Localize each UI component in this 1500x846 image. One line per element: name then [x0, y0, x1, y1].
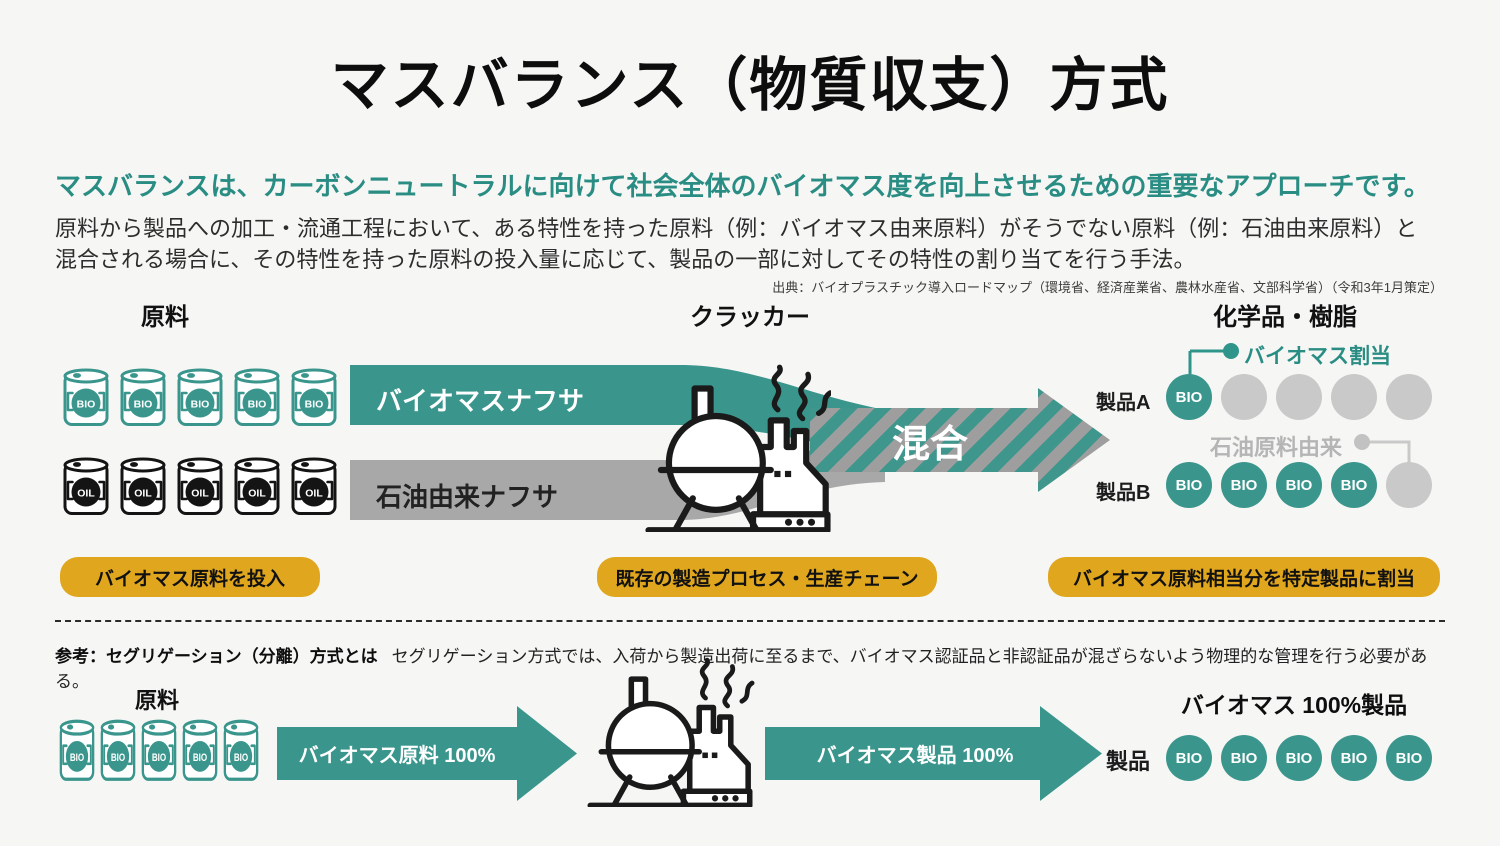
- oil-barrel-icon: OIL: [177, 457, 223, 515]
- bio-barrel-icon: BIO: [120, 368, 166, 426]
- bio-barrel-icon: BIO: [100, 719, 136, 781]
- bio-barrel-icon: BIO: [291, 368, 337, 426]
- bio-barrel-icon: BIO: [141, 719, 177, 781]
- biomass-input-arrow: バイオマス原料 100%: [277, 706, 577, 801]
- gray-chip: [1386, 374, 1432, 420]
- bio-barrel-icon: BIO: [63, 368, 109, 426]
- factory-icon: [545, 657, 795, 807]
- svg-text:BIO: BIO: [191, 399, 210, 411]
- svg-text:BIO: BIO: [152, 752, 167, 765]
- svg-text:OIL: OIL: [305, 488, 323, 500]
- oil-barrel-icon: OIL: [291, 457, 337, 515]
- bottom-raw-header: 原料: [134, 688, 179, 713]
- svg-text:BIO: BIO: [305, 399, 324, 411]
- bio-chip: BIO: [1166, 374, 1212, 420]
- svg-text:BIO: BIO: [193, 752, 208, 765]
- bio-barrel-icon: BIO: [223, 719, 259, 781]
- section-divider: [55, 620, 1445, 622]
- intro-body: 原料から製品への加工・流通工程において、ある特性を持った原料（例：バイオマス由来…: [55, 213, 1455, 275]
- segregation-title: 参考：セグリゲーション（分離）方式とは: [55, 647, 378, 666]
- oil-derived-connector: [1354, 434, 1411, 464]
- column-header-cracker: クラッカー: [690, 304, 810, 331]
- bottom-result-header: バイオマス 100%製品: [1180, 692, 1408, 718]
- oil-derived-label: 石油原料由来: [1210, 435, 1343, 460]
- bio-barrel-icon: BIO: [234, 368, 280, 426]
- bio-chip: BIO: [1331, 735, 1377, 781]
- segregation-reference: 参考：セグリゲーション（分離）方式とはセグリゲーション方式では、入荷から製造出荷…: [55, 642, 1455, 692]
- biomass-output-arrow-label: バイオマス製品 100%: [816, 745, 1014, 767]
- oil-barrel-icon: OIL: [120, 457, 166, 515]
- bio-chip: BIO: [1166, 462, 1212, 508]
- biomass-alloc-connector: [1188, 343, 1239, 378]
- bio-chip: BIO: [1276, 462, 1322, 508]
- gray-chip: [1276, 374, 1322, 420]
- step3-badge: バイオマス原料相当分を特定製品に割当: [1048, 557, 1440, 597]
- svg-text:BIO: BIO: [234, 752, 249, 765]
- svg-text:OIL: OIL: [191, 488, 209, 500]
- svg-text:BIO: BIO: [134, 399, 153, 411]
- mixing-label: 混合: [891, 423, 968, 466]
- segregation-body: セグリゲーション方式では、入荷から製造出荷に至るまで、バイオマス認証品と非認証品…: [55, 647, 1428, 691]
- bio-chip: BIO: [1331, 462, 1377, 508]
- oil-barrel-icon: OIL: [63, 457, 109, 515]
- svg-text:OIL: OIL: [248, 488, 266, 500]
- bio-chip: BIO: [1276, 735, 1322, 781]
- bio-barrel-icon: BIO: [177, 368, 223, 426]
- biomass-allocation-label: バイオマス割当: [1244, 345, 1391, 368]
- svg-text:OIL: OIL: [134, 488, 152, 500]
- biomass-output-arrow: バイオマス製品 100%: [765, 706, 1102, 801]
- step2-badge: 既存の製造プロセス・生産チェーン: [597, 557, 937, 597]
- svg-text:BIO: BIO: [111, 752, 126, 765]
- product-b-label: 製品B: [1096, 482, 1151, 504]
- factory-icon: [645, 356, 831, 532]
- step1-badge: バイオマス原料を投入: [60, 557, 320, 597]
- bottom-product-label: 製品: [1106, 749, 1151, 774]
- svg-text:BIO: BIO: [248, 399, 267, 411]
- intro-highlight: マスバランスは、カーボンニュートラルに向けて社会全体のバイオマス度を向上させるた…: [55, 171, 1430, 201]
- column-header-chemicals: 化学品・樹脂: [1213, 304, 1357, 331]
- svg-text:BIO: BIO: [70, 752, 85, 765]
- bio-barrel-icon: BIO: [59, 719, 95, 781]
- svg-text:BIO: BIO: [77, 399, 96, 411]
- product-a-label: 製品A: [1096, 392, 1151, 414]
- bio-barrel-icon: BIO: [182, 719, 218, 781]
- column-header-raw-materials: 原料: [141, 304, 189, 331]
- gray-chip: [1221, 374, 1267, 420]
- bio-chip: BIO: [1221, 735, 1267, 781]
- biomass-input-arrow-label: バイオマス原料 100%: [298, 745, 496, 767]
- biomass-naphtha-label: バイオマスナフサ: [376, 386, 585, 416]
- svg-text:OIL: OIL: [77, 488, 95, 500]
- source-citation: 出典：バイオプラスチック導入ロードマップ（環境省、経済産業省、農林水産省、文部科…: [772, 280, 1443, 295]
- bio-chip: BIO: [1166, 735, 1212, 781]
- intro-body-line1: 原料から製品への加工・流通工程において、ある特性を持った原料（例：バイオマス由来…: [55, 216, 1418, 241]
- gray-chip: [1386, 462, 1432, 508]
- gray-chip: [1331, 374, 1377, 420]
- intro-body-line2: 混合される場合に、その特性を持った原料の投入量に応じて、製品の一部に対してその特…: [55, 247, 1196, 272]
- bio-chip: BIO: [1221, 462, 1267, 508]
- oil-naphtha-label: 石油由来ナフサ: [376, 482, 559, 512]
- page-title: マスバランス（物質収支）方式: [330, 53, 1170, 118]
- bio-chip: BIO: [1386, 735, 1432, 781]
- oil-barrel-icon: OIL: [234, 457, 280, 515]
